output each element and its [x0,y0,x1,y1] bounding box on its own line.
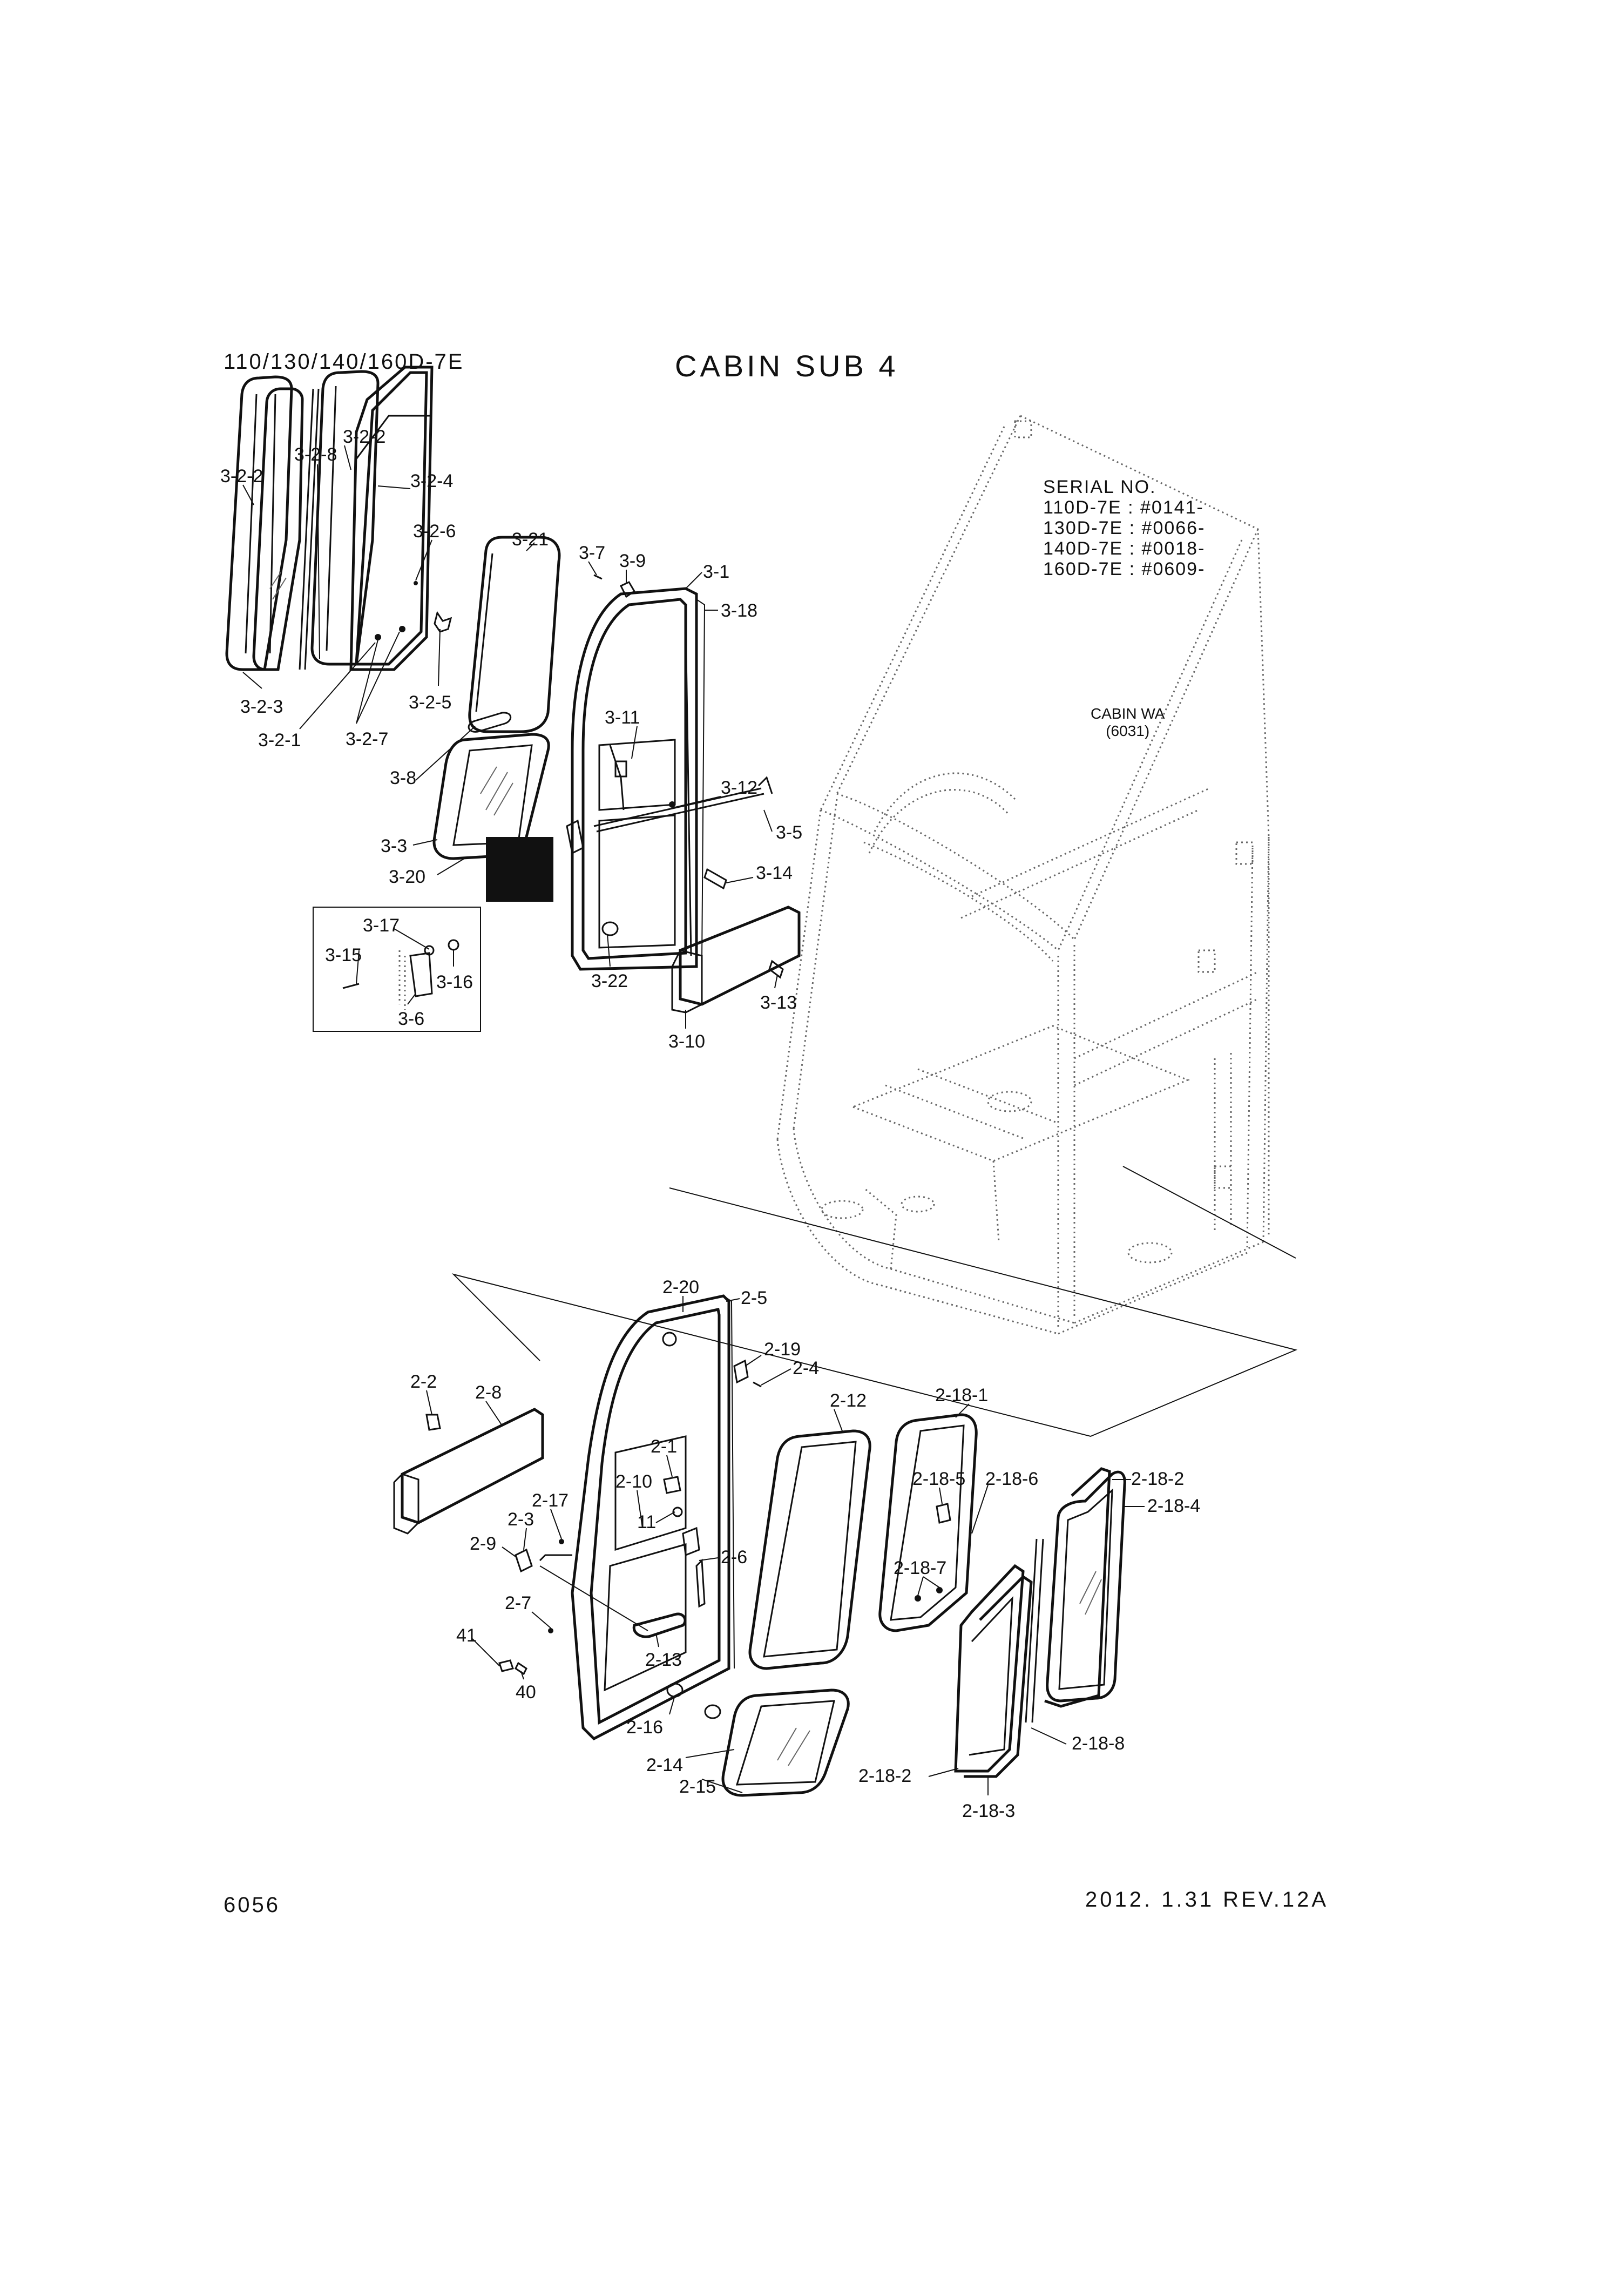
callout: 3-9 [619,551,646,571]
callout: 3-2-2 [220,466,263,487]
callout: 2-18-2 [1131,1469,1184,1489]
callout: 2-6 [721,1547,747,1568]
callout: 2-14 [646,1755,683,1775]
page-number: 6056 [224,1893,280,1917]
serial-line: 160D-7E : #0609- [1043,559,1206,579]
callout: 11 [637,1512,656,1532]
page-title: CABIN SUB 4 [675,349,899,383]
callout: 3-21 [512,529,549,550]
callout: 3-2-8 [294,444,337,465]
cabin-reference: CABIN WA (6031) [1091,705,1165,740]
callout: 3-8 [390,768,416,788]
hinge-detail-box [313,907,481,1032]
leader-lines [242,445,1145,1795]
callout: 3-11 [605,707,640,728]
callout: 3-18 [721,600,757,621]
model-range: 110/130/140/160D-7E [224,350,464,374]
cabin-ref-name: CABIN WA [1091,705,1165,722]
callout: 3-14 [756,863,793,883]
callout: 2-12 [830,1390,867,1411]
callout: 3-7 [579,543,605,563]
callout: 3-12 [721,778,757,798]
callout: 2-18-2 [858,1766,911,1786]
serial-heading: SERIAL NO. [1043,477,1156,497]
callout: 2-4 [793,1358,819,1379]
block-mark [486,837,553,902]
lower-door-assembly [393,1294,1126,1797]
callout: 3-13 [760,992,797,1013]
callout: 2-7 [505,1593,531,1613]
serial-number-block: SERIAL NO. 110D-7E : #0141- 130D-7E : #0… [1043,477,1205,579]
callout: 2-16 [626,1717,663,1738]
callout: 3-5 [776,822,802,843]
callout: 2-3 [508,1509,534,1530]
callout: 2-8 [475,1382,502,1403]
cabin-ref-code: (6031) [1106,722,1150,739]
callout: 3-10 [668,1031,705,1052]
callout: 3-2-1 [258,730,301,751]
callout: 3-2-5 [409,692,451,713]
floor-plane-outline [451,1187,1298,1437]
callout: 3-22 [591,971,628,991]
callout: 2-18-7 [894,1558,946,1578]
callout: 2-10 [615,1471,652,1492]
serial-line: 110D-7E : #0141- [1043,497,1204,518]
callout: 3-6 [398,1009,424,1029]
callout: 2-18-4 [1147,1496,1200,1516]
callout: 2-1 [651,1436,677,1457]
callout: 2-17 [532,1490,569,1511]
callout: 3-2-6 [413,521,456,542]
callout: 3-2-7 [346,729,388,749]
hinge-detail [342,939,459,1010]
callout: 2-18-5 [912,1469,965,1489]
callout: 3-15 [325,945,362,965]
callout: 40 [516,1682,536,1703]
callout: 3-3 [381,836,407,856]
callout: 3-1 [703,562,729,582]
cabin-frame-outline [776,415,1270,1335]
callout: 2-20 [662,1277,699,1298]
callout: 3-17 [363,915,400,936]
callout: 2-18-8 [1072,1733,1125,1754]
callout: 2-9 [470,1534,496,1554]
callout: 3-16 [436,972,473,992]
callout: 2-19 [764,1339,801,1360]
serial-line: 140D-7E : #0018- [1043,538,1206,559]
callout: 41 [456,1625,477,1646]
serial-line: 130D-7E : #0066- [1043,518,1206,538]
callout: 2-18-6 [985,1469,1038,1489]
revision-date: 2012. 1.31 REV.12A [1085,1888,1329,1911]
leader-line [1122,1166,1296,1259]
callout: 3-2-4 [410,471,453,491]
callout: 3-20 [389,867,425,887]
callout: 2-15 [679,1776,716,1797]
callout-labels: 3-2-2 3-2-8 3-2-2 3-2-4 3-2-6 3-21 3-7 3… [220,427,1200,1821]
callout: 2-13 [645,1650,682,1670]
callout: 2-5 [741,1288,767,1308]
callout: 2-18-1 [935,1385,988,1406]
callout: 2-18-3 [962,1801,1015,1821]
callout: 2-2 [410,1372,437,1392]
callout: 3-2-3 [240,697,283,717]
callout: 3-2-2 [343,427,385,447]
